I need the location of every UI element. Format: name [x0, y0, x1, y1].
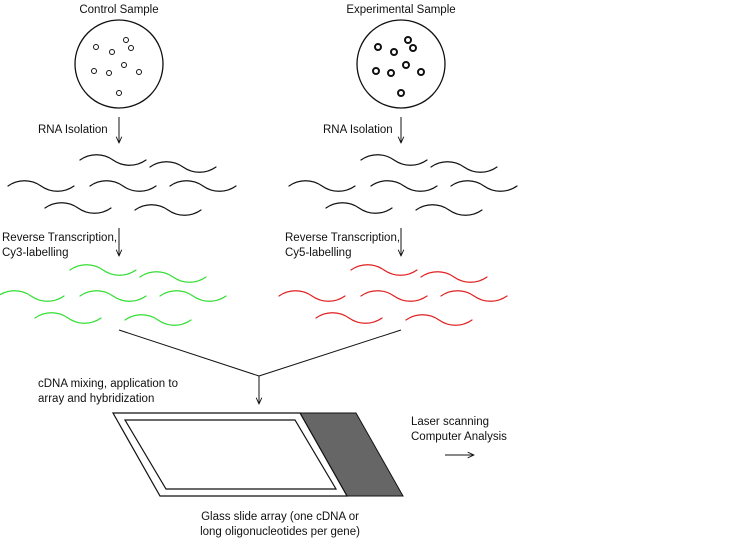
rna-strand-5	[169, 180, 237, 192]
rna-strand-6	[44, 202, 112, 214]
glass-slide-icon	[111, 412, 404, 497]
rna-strand-1	[360, 154, 428, 166]
merge-lines	[118, 329, 402, 377]
rna-strand-3	[288, 180, 356, 192]
rna-strand-4	[370, 180, 438, 192]
rna-strand-4	[89, 180, 157, 192]
reverse-transcription-label-right: Reverse Transcription,	[285, 232, 400, 244]
rna-strand-2	[149, 161, 217, 173]
control-rna-waves	[7, 154, 237, 216]
cy3-cdna-strand-2	[139, 271, 207, 283]
cy5-labelling-label: Cy5-labelling	[285, 247, 351, 259]
cy3-cdna-strand-5	[159, 290, 227, 302]
cy5-cdna-strand-7	[405, 314, 473, 326]
laser-scanning-label: Laser scanning	[411, 416, 489, 428]
cy5-cdna-strand-4	[360, 290, 428, 302]
rna-strand-5	[450, 180, 518, 192]
control-petri-dish-icon	[74, 19, 164, 109]
cy3-cdna-waves	[0, 264, 227, 326]
computer-analysis-label: Computer Analysis	[411, 431, 507, 443]
hybridization-label: array and hybridization	[38, 393, 154, 405]
cdna-mixing-label: cDNA mixing, application to	[38, 378, 178, 390]
experimental-rna-waves	[288, 154, 518, 216]
cy5-cdna-waves	[278, 264, 508, 326]
cy3-cdna-strand-1	[69, 264, 137, 276]
rna-strand-3	[7, 180, 75, 192]
cy3-cdna-strand-6	[34, 312, 102, 324]
glass-slide-caption-line1: Glass slide array (one cDNA or	[201, 511, 359, 523]
experimental-sample-title: Experimental Sample	[346, 4, 455, 16]
experimental-petri-dish-icon	[356, 19, 446, 109]
rna-isolation-label-right: RNA Isolation	[323, 124, 393, 136]
reverse-transcription-label-left: Reverse Transcription,	[2, 232, 117, 244]
rna-strand-6	[325, 202, 393, 214]
cy3-labelling-label: Cy3-labelling	[2, 247, 68, 259]
cy3-cdna-strand-4	[79, 290, 147, 302]
cy5-cdna-strand-5	[440, 290, 508, 302]
rna-strand-2	[430, 161, 498, 173]
rna-strand-1	[79, 154, 147, 166]
cy5-cdna-strand-3	[278, 290, 346, 302]
cy3-cdna-strand-7	[124, 314, 192, 326]
cy5-cdna-strand-1	[350, 264, 418, 276]
cy5-cdna-strand-6	[315, 312, 383, 324]
rna-strand-7	[415, 204, 483, 216]
cy3-cdna-strand-3	[0, 290, 65, 302]
cy5-cdna-strand-2	[420, 271, 488, 283]
rna-strand-7	[134, 204, 202, 216]
rna-isolation-label-left: RNA Isolation	[38, 124, 108, 136]
glass-slide-caption-line2: long oligonucleotides per gene)	[200, 526, 360, 538]
control-sample-title: Control Sample	[79, 4, 158, 16]
